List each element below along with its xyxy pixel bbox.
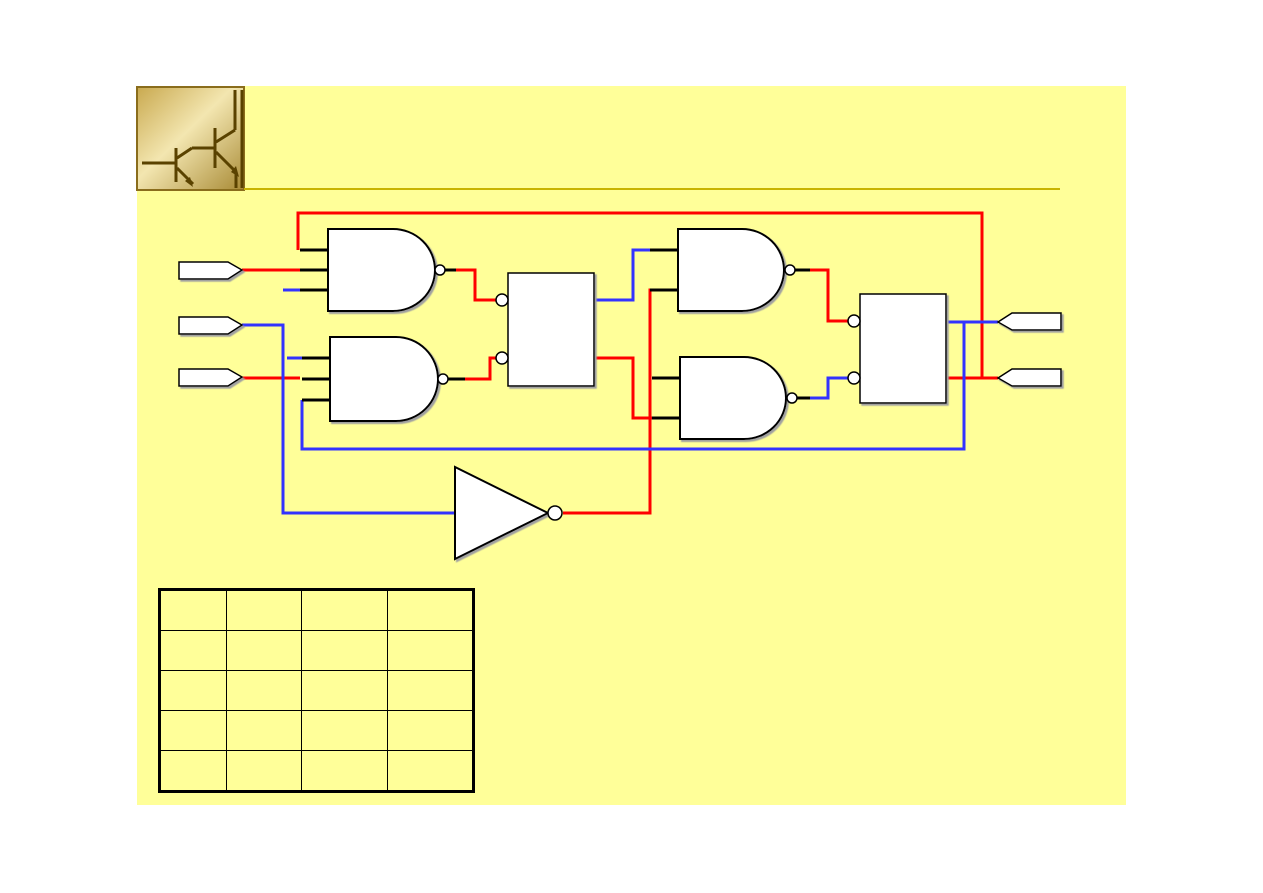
table-cell [159,589,227,631]
table-cell [226,750,302,792]
table-cell [159,670,227,711]
table-row [159,630,474,671]
output-pin-q-bar [996,368,1062,387]
table-row [159,670,474,711]
transistor-logo [136,86,245,191]
table-cell [387,750,474,792]
input-pin-2 [178,316,244,335]
input-pin-3 [178,368,244,387]
table-cell [159,750,227,792]
table-cell [387,630,474,671]
table-cell [301,630,388,671]
table-cell [301,670,388,711]
table-row [159,750,474,792]
table-cell [387,710,474,751]
table-cell [301,589,388,631]
latch-block-2 [847,293,947,404]
nand-gate-1 [300,228,456,312]
table-cell [301,710,388,751]
low-level-wires [242,248,998,515]
nand-gate-2 [302,336,465,422]
table-cell [387,670,474,711]
input-pin-1 [178,261,244,280]
high-level-wires [242,211,998,515]
truth-table [158,588,475,793]
table-cell [226,630,302,671]
table-cell [159,710,227,751]
nand-gate-4 [652,356,810,440]
table-cell [226,670,302,711]
table-cell [301,750,388,792]
table-row [159,710,474,751]
nand-gate-3 [650,228,810,312]
table-cell [159,630,227,671]
table-cell [226,589,302,631]
table-cell [226,710,302,751]
inverter-gate [454,465,563,561]
table-cell [387,589,474,631]
table-row [159,589,474,631]
output-pin-q [996,312,1062,331]
latch-block-1 [495,272,595,387]
